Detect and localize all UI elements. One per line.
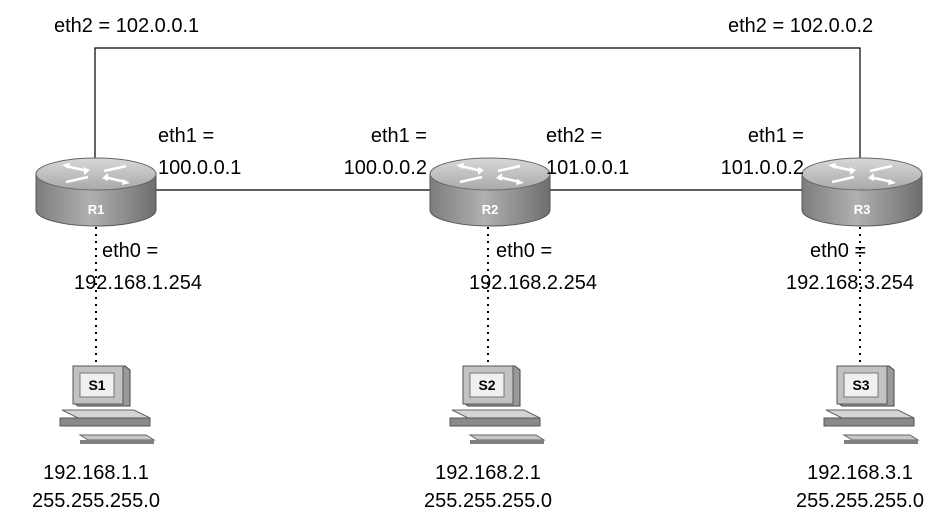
s1-ip: 192.168.1.1 [43,462,149,484]
r2-eth2-name: eth2 = [546,125,603,147]
router-r1-label: R1 [88,202,105,217]
r1-eth1-ip: 100.0.0.1 [158,157,242,179]
r2-eth0-ip: 192.168.2.254 [469,272,597,294]
r3-eth0-ip: 192.168.3.254 [786,272,914,294]
r1-eth1-name: eth1 = [158,125,215,147]
s3-ip: 192.168.3.1 [807,462,913,484]
host-s2[interactable]: S2 [449,365,545,445]
host-s2-label: S2 [478,377,495,393]
router-r3-label: R3 [854,202,871,217]
router-r2[interactable]: R2 [428,156,552,228]
r1-eth0-name: eth0 = [102,240,159,262]
r1-eth2-label: eth2 = 102.0.0.1 [54,15,200,37]
r3-eth2-label: eth2 = 102.0.0.2 [728,15,874,37]
r2-eth1-name: eth1 = [370,125,427,147]
host-s3[interactable]: S3 [823,365,919,445]
host-s3-label: S3 [852,377,869,393]
router-r3[interactable]: R3 [800,156,924,228]
r2-eth0-name: eth0 = [496,240,553,262]
host-s1[interactable]: S1 [59,365,155,445]
r2-eth2-ip: 101.0.0.1 [546,157,630,179]
router-r2-label: R2 [482,202,499,217]
r3-eth1-name: eth1 = [747,125,804,147]
r3-eth1-ip: 101.0.0.2 [720,157,804,179]
host-s1-label: S1 [88,377,105,393]
s2-ip: 192.168.2.1 [435,462,541,484]
r1-eth0-ip: 192.168.1.254 [74,272,202,294]
link-r1-r3 [94,47,861,172]
router-r1[interactable]: R1 [34,156,158,228]
s1-mask: 255.255.255.0 [32,490,160,512]
s2-mask: 255.255.255.0 [424,490,552,512]
s3-mask: 255.255.255.0 [796,490,924,512]
r3-eth0-name: eth0 = [810,240,867,262]
r2-eth1-ip: 100.0.0.2 [343,157,427,179]
